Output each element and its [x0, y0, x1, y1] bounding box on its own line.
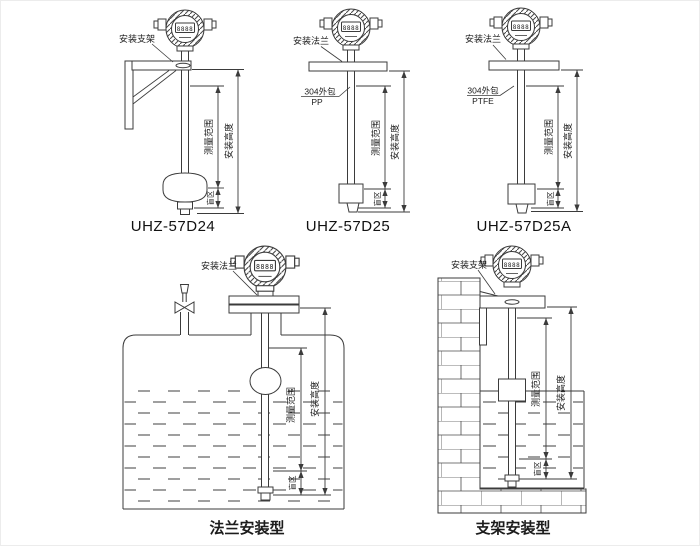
blind-zone-label: 盲区 [545, 191, 555, 206]
leader-line [320, 46, 343, 62]
mount-bracket-label: 安装支架 [451, 259, 487, 270]
transmitter-head [319, 8, 383, 51]
model-name: UHZ-57D25 [306, 218, 391, 235]
diagram-bracket-mount-type: 测量范围 安装高度 盲区 安装支架 支架安装型 [437, 245, 587, 537]
dimension-lines: 测量范围 安装高度 盲区 [190, 69, 244, 214]
material-304-label: 304外包 [467, 86, 499, 96]
liquid-level-dashes [481, 392, 583, 488]
transmitter-head [153, 9, 217, 52]
material-pp-label: PP [311, 97, 323, 107]
material-304-label: 304外包 [304, 87, 336, 97]
install-height-label: 安装高度 [562, 123, 573, 159]
vent-valve [174, 284, 195, 335]
install-height-label: 安装高度 [223, 123, 234, 159]
dimension-lines: 测量范围 安装高度 盲区 [269, 307, 331, 496]
diagram-flange-mount-type: 测量范围 安装高度 盲区 [122, 245, 345, 537]
float [498, 378, 526, 402]
diagram-uhz-57d25: 测量范围 安装高度 盲区 安装法兰 304外包 PP UHZ-57D25 [293, 8, 410, 235]
blind-zone-label: 盲区 [372, 191, 382, 206]
diagram-uhz-57d24: 测量范围 安装高度 盲区 安装支架 UHZ-57D24 [119, 9, 244, 235]
brick-wall [437, 277, 587, 514]
install-height-label: 安装高度 [555, 375, 566, 411]
leader-line [232, 270, 258, 296]
dimension-lines: 测量范围 安装高度 盲区 [517, 306, 577, 480]
tube-end-stop [504, 474, 520, 488]
wall-bracket [479, 290, 546, 346]
pipe-material-callout: 304外包 PP [301, 87, 351, 107]
mount-flange-label: 安装法兰 [201, 260, 237, 271]
measuring-range-label: 测量范围 [530, 371, 541, 407]
float [162, 172, 208, 215]
measuring-range-label: 测量范围 [543, 119, 554, 155]
material-ptfe-label: PTFE [472, 96, 494, 106]
install-height-label: 安装高度 [309, 381, 320, 417]
dimension-lines: 测量范围 安装高度 盲区 [526, 69, 583, 212]
pipe-material-callout: 304外包 PTFE [467, 86, 515, 106]
model-name: UHZ-57D25A [476, 218, 571, 235]
float [507, 183, 536, 214]
install-height-label: 安装高度 [389, 124, 400, 160]
measuring-range-label: 测量范围 [203, 119, 214, 155]
tank-nozzle [250, 313, 282, 335]
mounting-flange [308, 61, 388, 72]
flange-type-caption: 法兰安装型 [209, 519, 284, 537]
mount-bracket-label: 安装支架 [119, 33, 155, 44]
liquid-level-dashes [124, 384, 343, 508]
wall-bracket [124, 60, 192, 130]
measuring-range-label: 测量范围 [285, 387, 296, 423]
leader-line [492, 44, 507, 60]
tank [122, 334, 345, 510]
bracket-type-caption: 支架安装型 [474, 519, 550, 537]
tube-end-stop [257, 486, 274, 501]
measuring-range-label: 测量范围 [370, 120, 381, 156]
blind-zone-label: 盲区 [532, 461, 542, 476]
mounting-flange [488, 60, 560, 71]
guide-tube [261, 313, 269, 487]
mount-flange-label: 安装法兰 [293, 35, 329, 46]
float [338, 183, 364, 213]
leader-line [151, 43, 174, 63]
transmitter-head [480, 245, 544, 288]
mount-flange-label: 安装法兰 [465, 33, 501, 44]
model-name: UHZ-57D24 [131, 218, 216, 235]
blind-zone-label: 盲区 [287, 475, 297, 490]
transmitter-head [230, 245, 300, 292]
dimension-lines: 测量范围 安装高度 盲区 [356, 70, 410, 213]
diagram-uhz-57d25a: 测量范围 安装高度 盲区 安装法兰 304外包 PTFE UHZ-57D25A [465, 7, 583, 235]
tank [480, 390, 585, 489]
float [249, 367, 282, 395]
blind-zone-label: 盲区 [205, 190, 215, 205]
leader-line [477, 269, 496, 295]
